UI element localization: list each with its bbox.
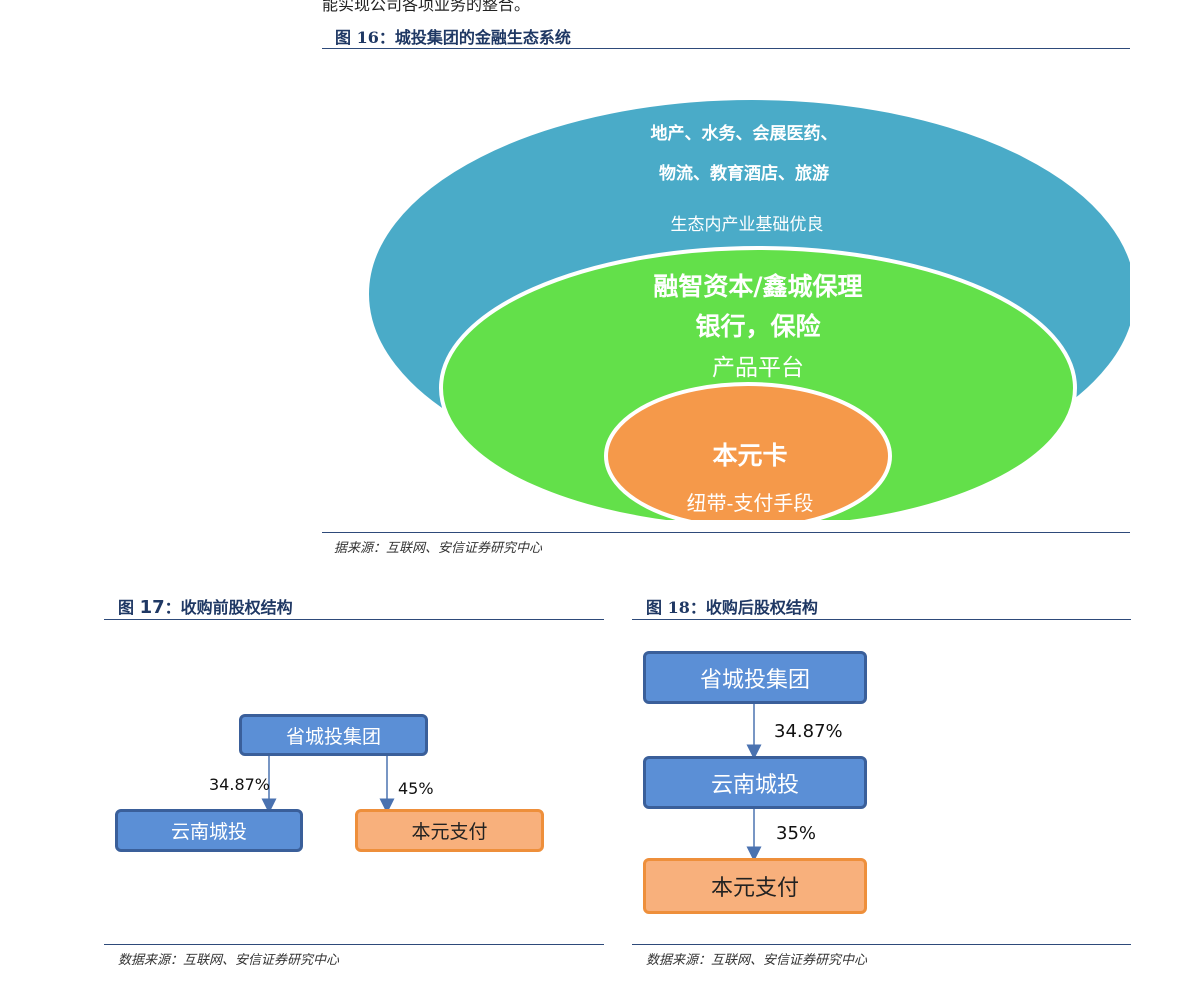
- figure-17-connectors: [261, 755, 395, 814]
- outer-label-line2: 物流、教育酒店、旅游: [659, 163, 829, 184]
- figure-16-bottom-rule: [322, 532, 1130, 533]
- ownership-pct-right: 45%: [398, 779, 434, 798]
- figure-17-bottom-rule: [104, 944, 604, 945]
- figure-17-title-number: 17: [139, 597, 165, 618]
- yunnan-chengtou-label: 云南城投: [170, 821, 247, 843]
- outer-caption: 生态内产业基础优良: [671, 215, 824, 235]
- figure-18-top-rule: [632, 619, 1131, 620]
- inner-card-ellipse: [604, 382, 892, 520]
- figure-18-title: 图 18：收购后股权结构: [646, 598, 818, 617]
- ownership-pct-top: 34.87%: [774, 721, 843, 742]
- top-entity-label: 省城投集团: [699, 667, 810, 693]
- figure-18-bottom-rule: [632, 944, 1131, 945]
- middle-label-line1: 融智资本/鑫城保理: [653, 272, 862, 301]
- figure-18-source: 数据来源：互联网、安信证券研究中心: [646, 953, 868, 968]
- ownership-pct-bottom: 35%: [776, 823, 817, 844]
- inner-caption: 纽带-支付手段: [687, 491, 814, 515]
- benyuan-payment-box: 本元支付: [355, 809, 544, 852]
- figure-16-source: 据来源：互联网、安信证券研究中心: [334, 541, 543, 556]
- inner-label: 本元卡: [712, 441, 787, 470]
- body-text-line: 能实现公司各项业务的整合。: [322, 0, 531, 14]
- figure-16-title: 图 16：城投集团的金融生态系统: [335, 28, 571, 47]
- figure-17-title: 图 17：收购前股权结构: [118, 594, 293, 618]
- figure-18-connectors: [746, 704, 762, 862]
- figure-17-source: 数据来源：互联网、安信证券研究中心: [118, 953, 340, 968]
- middle-entity-label: 云南城投: [710, 772, 799, 798]
- figure-16-top-rule: [322, 48, 1130, 49]
- bottom-entity-label: 本元支付: [710, 876, 799, 901]
- ownership-pct-left: 34.87%: [209, 775, 271, 794]
- top-entity-box: 省城投集团: [643, 651, 867, 704]
- figure-17-title-rest: ：收购前股权结构: [164, 598, 293, 617]
- outer-label-line1: 地产、水务、会展医药、: [651, 123, 838, 144]
- middle-caption: 产品平台: [712, 355, 804, 381]
- parent-entity-box: 省城投集团: [239, 714, 428, 756]
- middle-label-line2: 银行，保险: [695, 312, 821, 341]
- figure-17-top-rule: [104, 619, 604, 620]
- parent-entity-label: 省城投集团: [285, 725, 381, 748]
- yunnan-chengtou-box: 云南城投: [115, 809, 303, 852]
- middle-entity-box: 云南城投: [643, 756, 867, 809]
- ecosystem-diagram: 地产、水务、会展医药、 物流、教育酒店、旅游 生态内产业基础优良 融智资本/鑫城…: [365, 96, 1130, 520]
- figure-17-title-prefix: 图: [118, 598, 135, 617]
- benyuan-payment-label: 本元支付: [411, 821, 488, 843]
- bottom-entity-box: 本元支付: [643, 858, 867, 914]
